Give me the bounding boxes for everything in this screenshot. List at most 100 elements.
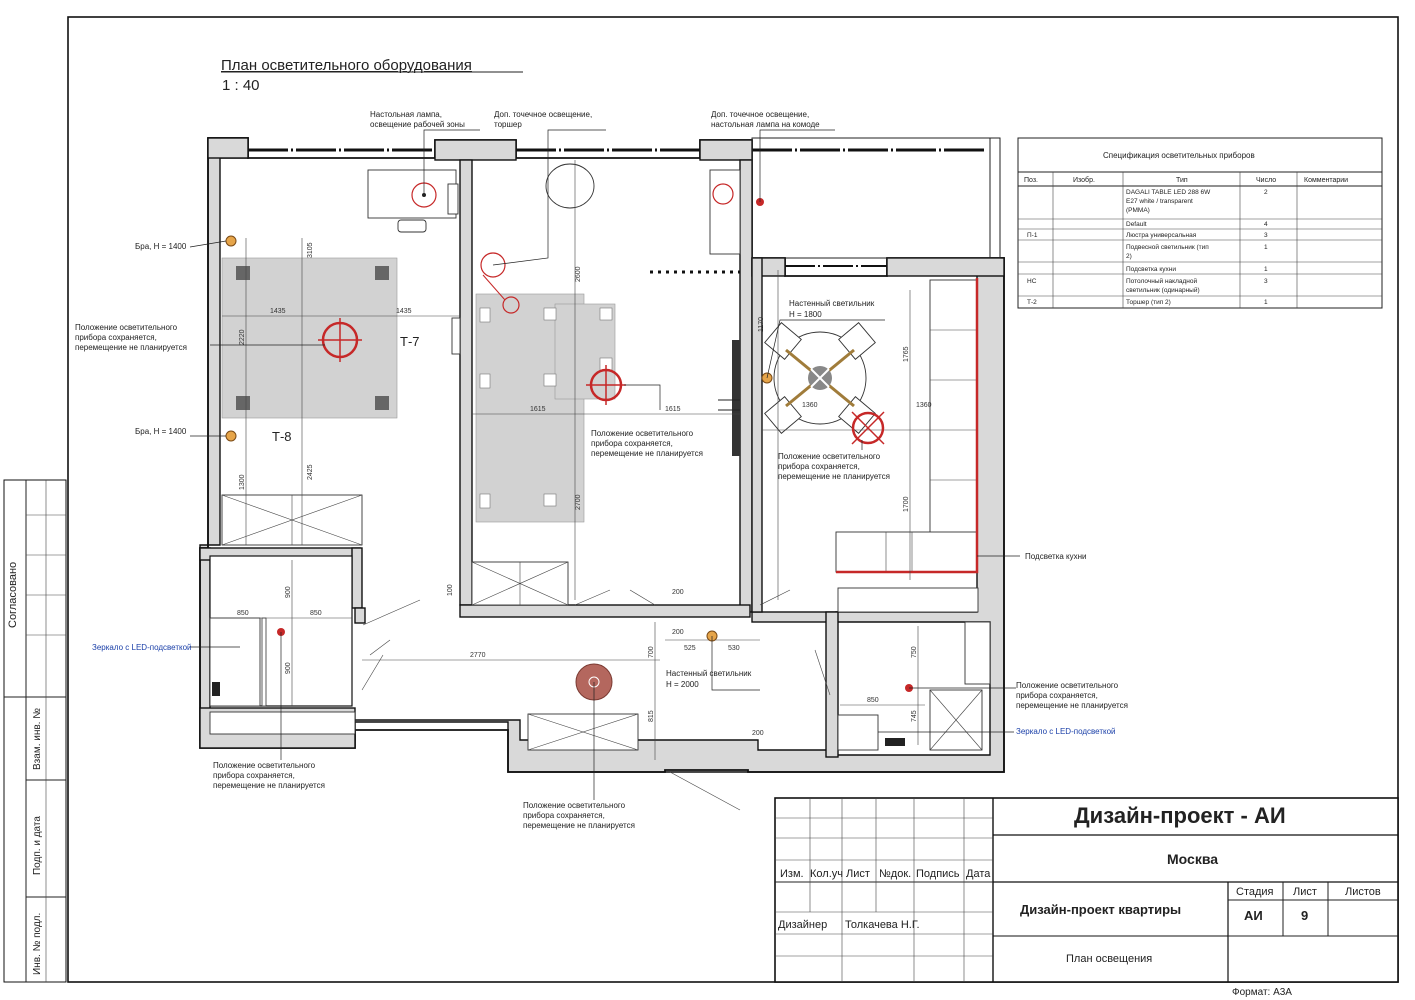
stamp-sheet-name: План освещения	[1066, 953, 1152, 965]
callout-keep-e1: Положение осветительного	[213, 761, 316, 770]
spec-row6-type-1: Потолочный накладной	[1126, 277, 1197, 285]
side-inv-no: Инв. № подл.	[32, 913, 43, 975]
stamp-col-izm: Изм.	[780, 868, 804, 880]
stamp-col-podpis: Подпись	[916, 868, 960, 880]
plan-scale: 1 : 40	[222, 77, 260, 94]
dim-2220: 2220	[239, 329, 246, 345]
spec-row2-type: Default	[1126, 221, 1147, 228]
dim-200b: 200	[672, 629, 684, 636]
callout-mirror-right: Зеркало с LED-подсветкой	[1016, 727, 1116, 736]
sheet-frame	[67, 16, 1399, 983]
callout-spot-dresser-2: настольная лампа на комоде	[711, 120, 820, 129]
dim-1700: 1700	[903, 496, 910, 512]
callout-mirror-left: Зеркало с LED-подсветкой	[92, 643, 192, 652]
rug-left	[221, 257, 398, 419]
callout-keep-b2: прибора сохраняется,	[591, 439, 673, 448]
dim-530: 530	[728, 645, 740, 652]
callout-spot-dresser-1: Доп. точечное освещение,	[711, 110, 809, 119]
callout-keep-c3: перемещение не планируется	[778, 472, 890, 481]
callout-spot-torcher-1: Доп. точечное освещение,	[494, 110, 592, 119]
callout-bra-top: Бра, H = 1400	[135, 242, 187, 251]
side-stamp: Согласовано Взам. инв. № Подп. и дата Ин…	[3, 479, 67, 983]
tag-t7: Т-7	[400, 334, 420, 349]
stamp-stage-label: Стадия	[1236, 886, 1274, 898]
spec-header-pos: Поз.	[1024, 177, 1038, 184]
chandelier-middle	[586, 365, 626, 405]
dim-850c: 850	[867, 697, 879, 704]
callout-wall-hall-1: Настенный светильник	[666, 669, 752, 678]
dim-1765: 1765	[903, 346, 910, 362]
callout-keep-b1: Положение осветительного	[591, 429, 694, 438]
spec-table: Спецификация осветительных приборов Поз.…	[1017, 137, 1383, 309]
stamp-stage-value: АИ	[1244, 908, 1263, 923]
callout-keep-f3: перемещение не планируется	[523, 821, 635, 830]
spec-row5-count: 1	[1264, 266, 1268, 273]
stamp-city: Москва	[1167, 851, 1218, 867]
floor-plan: 1435 1435 2220 3105 2425 1300 2600 2700 …	[189, 129, 1020, 811]
stamp-person: Толкачева Н.Г.	[845, 919, 920, 931]
stamp-format: Формат: А3А	[1232, 987, 1292, 998]
spec-row4-type-2: 2)	[1126, 253, 1132, 260]
callout-keep-f2: прибора сохраняется,	[523, 811, 605, 820]
dim-1435b: 1435	[396, 308, 412, 315]
stamp-col-ndok: №док.	[879, 868, 911, 880]
dimension-lines	[212, 160, 930, 760]
stamp-role: Дизайнер	[778, 919, 827, 931]
dim-850b: 850	[310, 610, 322, 617]
dim-100: 100	[447, 584, 454, 596]
spec-title: Спецификация осветительных приборов	[1103, 151, 1255, 160]
spec-header-count: Число	[1256, 177, 1276, 184]
callout-wall-kitchen-2: H = 1800	[789, 310, 822, 319]
spec-row5-type: Подсветка кухни	[1126, 266, 1176, 273]
callout-wall-hall-2: H = 2000	[666, 680, 699, 689]
callout-keep-d3: перемещение не планируется	[1016, 701, 1128, 710]
side-agreed: Согласовано	[7, 562, 19, 628]
spec-row4-type-1: Подвесной светильник (тип	[1126, 243, 1209, 251]
callout-kitchen-light: Подсветка кухни	[1025, 552, 1087, 561]
dim-2425: 2425	[307, 464, 314, 480]
stamp-col-data: Дата	[966, 868, 991, 880]
callout-keep-e3: перемещение не планируется	[213, 781, 325, 790]
spec-row1-type-3: (PMMA)	[1126, 207, 1150, 214]
stamp-description: Дизайн-проект квартиры	[1020, 902, 1181, 917]
stamp-col-list: Лист	[846, 868, 870, 880]
dim-815: 815	[648, 710, 655, 722]
callout-keep-e2: прибора сохраняется,	[213, 771, 295, 780]
callout-spot-torcher-2: торшер	[494, 120, 522, 129]
floor-lamp	[480, 252, 520, 314]
spec-row3-pos: П-1	[1027, 232, 1038, 239]
dim-900b: 900	[285, 662, 292, 674]
sconce-top	[225, 235, 237, 247]
stamp-sheets-label: Листов	[1345, 886, 1381, 898]
callouts: Настольная лампа, освещение рабочей зоны…	[75, 110, 1128, 830]
callout-keep-a3: перемещение не планируется	[75, 343, 187, 352]
dim-1360b: 1360	[916, 402, 932, 409]
spec-header-img: Изобр.	[1073, 176, 1095, 184]
dim-850a: 850	[237, 610, 249, 617]
title-block: Изм. Кол.уч Лист №док. Подпись Дата Диза…	[774, 797, 1399, 983]
callout-bra-bottom: Бра, H = 1400	[135, 427, 187, 436]
dim-1615b: 1615	[665, 406, 681, 413]
dim-3105: 3105	[307, 242, 314, 258]
callout-keep-a1: Положение осветительного	[75, 323, 178, 332]
spec-row2-count: 4	[1264, 221, 1268, 228]
dim-1360a: 1360	[802, 402, 818, 409]
side-replace: Взам. инв. №	[32, 708, 43, 770]
callout-keep-f1: Положение осветительного	[523, 801, 626, 810]
tag-t8: Т-8	[272, 429, 292, 444]
dim-2700: 2700	[575, 494, 582, 510]
spec-row4-count: 1	[1264, 244, 1268, 251]
dim-2770: 2770	[470, 652, 486, 659]
dim-525: 525	[684, 645, 696, 652]
spec-header-comments: Комментарии	[1304, 177, 1348, 184]
spec-header-type: Тип	[1176, 177, 1188, 184]
callout-keep-c1: Положение осветительного	[778, 452, 881, 461]
callout-keep-c2: прибора сохраняется,	[778, 462, 860, 471]
spec-row7-type: Торшер (тип 2)	[1126, 299, 1171, 306]
callout-keep-d1: Положение осветительного	[1016, 681, 1119, 690]
spec-row7-pos: Т-2	[1027, 299, 1037, 306]
spec-row6-type-2: светильник (одинарный)	[1126, 286, 1200, 294]
callout-wall-kitchen-1: Настенный светильник	[789, 299, 875, 308]
dim-700: 700	[648, 646, 655, 658]
